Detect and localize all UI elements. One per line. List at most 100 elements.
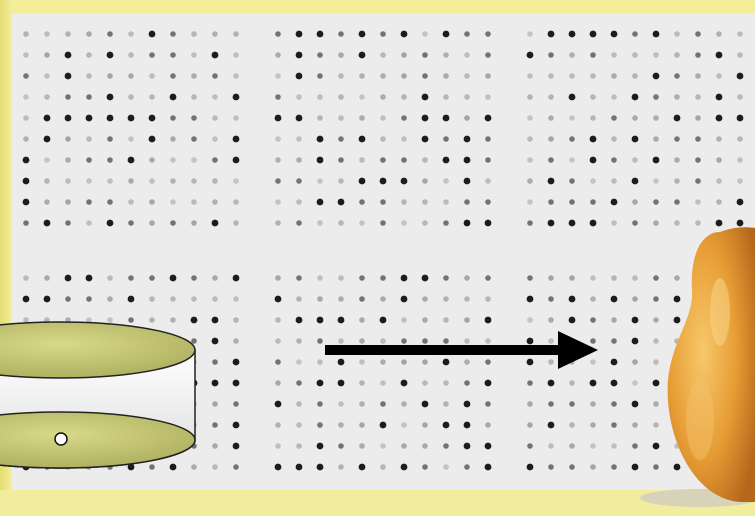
array-spot xyxy=(401,317,407,323)
array-spot xyxy=(485,422,491,428)
array-spot xyxy=(296,136,302,142)
array-spot xyxy=(128,31,134,37)
array-spot xyxy=(463,135,471,143)
array-spot xyxy=(443,220,449,226)
array-spot xyxy=(548,136,554,142)
array-spot xyxy=(380,338,386,344)
array-spot xyxy=(611,338,617,344)
array-spot xyxy=(443,338,449,344)
array-spot xyxy=(233,464,239,470)
array-spot xyxy=(316,463,324,471)
array-spot xyxy=(695,220,701,226)
array-spot xyxy=(631,337,639,345)
array-spot xyxy=(464,73,470,79)
array-spot xyxy=(170,52,176,58)
array-spot xyxy=(44,31,50,37)
array-spot xyxy=(652,156,660,164)
array-spot xyxy=(632,199,638,205)
array-spot xyxy=(380,157,386,163)
array-spot xyxy=(464,380,470,386)
array-spot xyxy=(527,157,533,163)
array-spot xyxy=(736,198,744,206)
array-spot xyxy=(610,30,618,38)
array-spot xyxy=(569,464,575,470)
array-spot xyxy=(695,136,701,142)
array-spot xyxy=(296,199,302,205)
array-spot xyxy=(338,136,344,142)
array-spot xyxy=(337,358,345,366)
array-spot xyxy=(443,296,449,302)
array-spot xyxy=(317,296,323,302)
array-spot xyxy=(485,401,491,407)
array-spot xyxy=(464,52,470,58)
array-spot xyxy=(652,30,660,38)
array-spot xyxy=(211,219,219,227)
array-spot xyxy=(443,317,449,323)
array-spot xyxy=(107,178,113,184)
array-spot xyxy=(380,380,386,386)
array-spot xyxy=(44,94,50,100)
array-spot xyxy=(212,136,218,142)
array-spot xyxy=(212,464,218,470)
array-spot xyxy=(590,464,596,470)
array-spot xyxy=(359,94,365,100)
array-spot xyxy=(589,219,597,227)
array-spot xyxy=(212,115,218,121)
array-spot xyxy=(527,380,533,386)
array-spot xyxy=(296,422,302,428)
array-spot xyxy=(610,379,618,387)
array-spot xyxy=(233,220,239,226)
array-spot xyxy=(674,157,680,163)
array-spot xyxy=(212,157,218,163)
array-spot xyxy=(170,178,176,184)
array-spot xyxy=(611,178,617,184)
array-spot xyxy=(568,295,576,303)
array-spot xyxy=(526,337,534,345)
array-spot xyxy=(107,317,113,323)
array-spot xyxy=(422,296,428,302)
array-spot xyxy=(380,220,386,226)
array-spot xyxy=(127,156,135,164)
array-spot xyxy=(275,73,281,79)
array-spot xyxy=(527,317,533,323)
array-spot xyxy=(86,136,92,142)
array-spot xyxy=(380,115,386,121)
array-spot xyxy=(401,359,407,365)
array-spot xyxy=(547,421,555,429)
array-spot xyxy=(632,52,638,58)
array-spot xyxy=(149,296,155,302)
array-spot xyxy=(716,157,722,163)
array-spot xyxy=(43,114,51,122)
array-spot xyxy=(464,317,470,323)
array-spot xyxy=(212,94,218,100)
array-spot xyxy=(85,114,93,122)
array-spot xyxy=(443,401,449,407)
array-spot xyxy=(632,380,638,386)
array-spot xyxy=(191,115,197,121)
array-spot xyxy=(485,73,491,79)
array-spot xyxy=(128,136,134,142)
array-spot xyxy=(338,220,344,226)
array-spot xyxy=(443,73,449,79)
array-spot xyxy=(338,401,344,407)
array-spot xyxy=(401,157,407,163)
array-spot xyxy=(380,199,386,205)
array-spot xyxy=(674,52,680,58)
array-spot xyxy=(653,422,659,428)
array-spot xyxy=(715,114,723,122)
array-spot xyxy=(170,115,176,121)
array-spot xyxy=(548,115,554,121)
array-spot xyxy=(527,115,533,121)
array-spot xyxy=(568,219,576,227)
array-spot xyxy=(380,136,386,142)
array-spot xyxy=(43,219,51,227)
array-spot xyxy=(212,401,218,407)
array-spot xyxy=(589,30,597,38)
array-spot xyxy=(23,220,29,226)
array-spot xyxy=(148,30,156,38)
petri-dish xyxy=(0,321,196,469)
array-spot xyxy=(527,443,533,449)
array-spot xyxy=(233,199,239,205)
array-spot xyxy=(589,379,597,387)
array-spot xyxy=(128,275,134,281)
